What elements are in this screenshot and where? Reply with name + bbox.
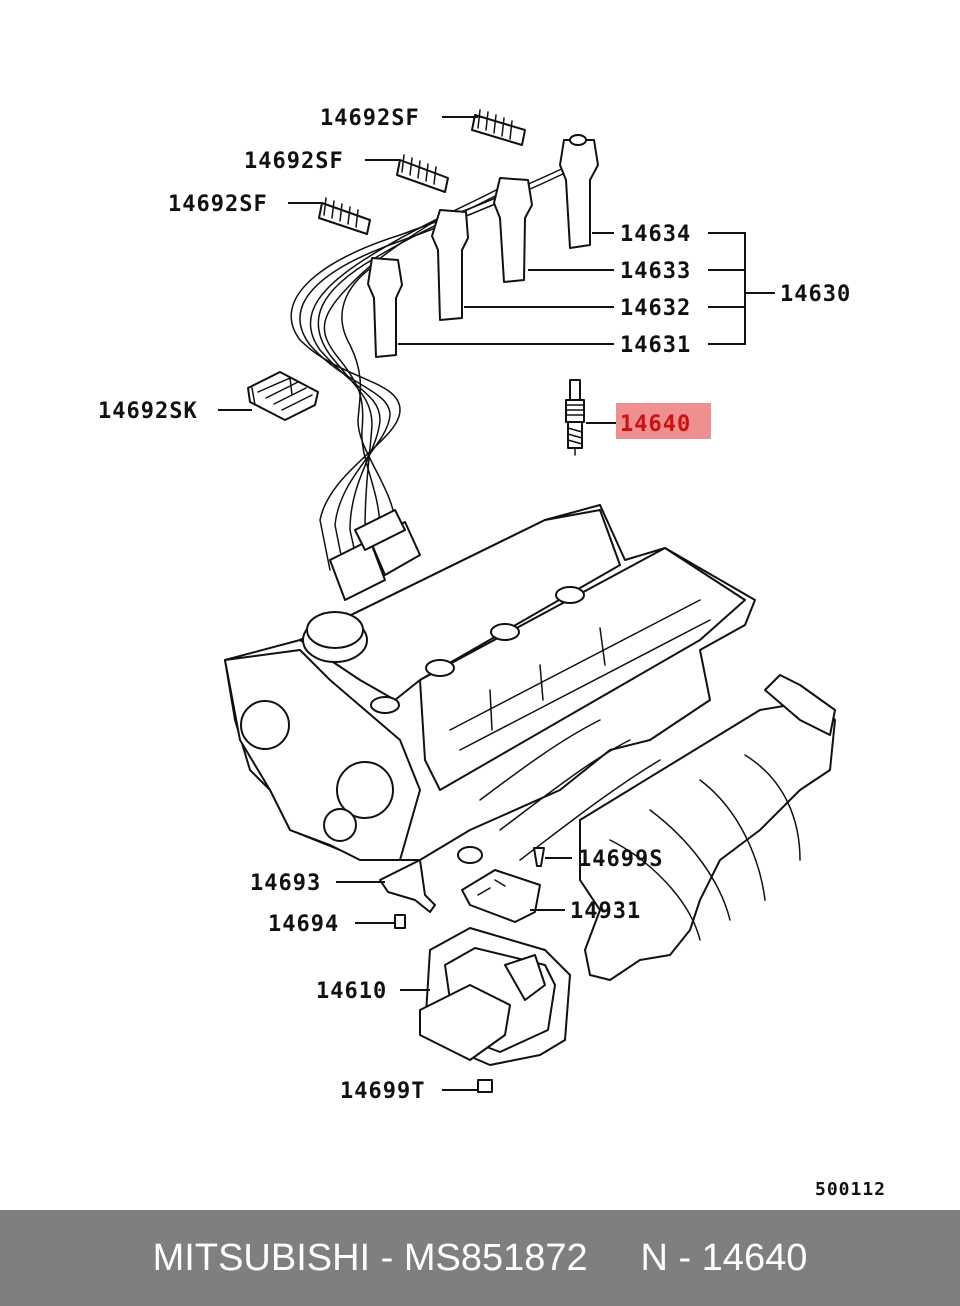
label-14634[interactable]: 14634 (620, 222, 691, 247)
label-14931[interactable]: 14931 (570, 899, 641, 924)
label-14632[interactable]: 14632 (620, 296, 691, 321)
label-14699s[interactable]: 14699S (578, 847, 663, 872)
label-14692sf-middle[interactable]: 14692SF (244, 149, 344, 174)
label-14694[interactable]: 14694 (268, 912, 339, 937)
label-14630[interactable]: 14630 (780, 282, 851, 307)
label-14610[interactable]: 14610 (316, 979, 387, 1004)
sensor-parts (379, 847, 545, 929)
label-14693[interactable]: 14693 (250, 871, 321, 896)
cable-clamp-parts (247, 109, 526, 421)
diagram-reference-number: 500112 (815, 1179, 886, 1200)
footer-part-info: MITSUBISHI - MS851872 N - 14640 (152, 1236, 808, 1279)
spark-plug (565, 379, 585, 456)
label-14633[interactable]: 14633 (620, 259, 691, 284)
footer-bar: MITSUBISHI - MS851872 N - 14640 (0, 1210, 960, 1306)
label-14692sf-bottom[interactable]: 14692SF (168, 192, 268, 217)
label-14692sf-top[interactable]: 14692SF (320, 106, 420, 131)
intake-manifold (457, 674, 836, 981)
highlight-box (616, 403, 711, 439)
part-labels: 14692SF 14692SF 14692SF 14692SK 14634 14… (98, 106, 886, 1200)
engine-head (224, 504, 756, 861)
ignition-cable-set (290, 134, 599, 601)
label-14692sk[interactable]: 14692SK (98, 399, 198, 424)
parts-diagram: 14692SF 14692SF 14692SF 14692SK 14634 14… (98, 106, 886, 1200)
ignition-coil (419, 927, 571, 1093)
label-14699t[interactable]: 14699T (340, 1079, 425, 1104)
label-14631[interactable]: 14631 (620, 333, 691, 358)
leader-lines (218, 116, 775, 1091)
label-14640[interactable]: 14640 (620, 412, 691, 437)
